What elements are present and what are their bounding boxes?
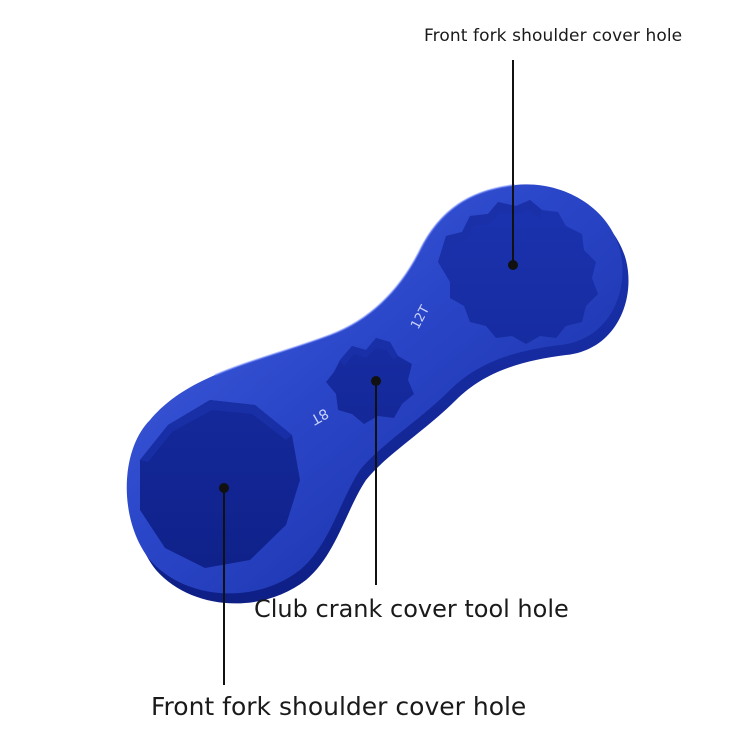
wrench-body (126, 184, 623, 594)
leader-middle (371, 376, 381, 585)
wrench-edge (132, 194, 629, 604)
leader-bottom (219, 483, 229, 685)
label-front-fork-bottom: Front fork shoulder cover hole (151, 692, 527, 721)
label-club-crank: Club crank cover tool hole (254, 595, 569, 623)
small-hole-wall (340, 338, 398, 366)
engraving-8t: 8T (307, 405, 331, 428)
label-front-fork-top: Front fork shoulder cover hole (424, 26, 683, 46)
medium-hole-wall (438, 200, 542, 266)
leader-top (508, 60, 518, 270)
large-hole-wall (140, 400, 292, 462)
wrench-highlight (214, 184, 516, 376)
